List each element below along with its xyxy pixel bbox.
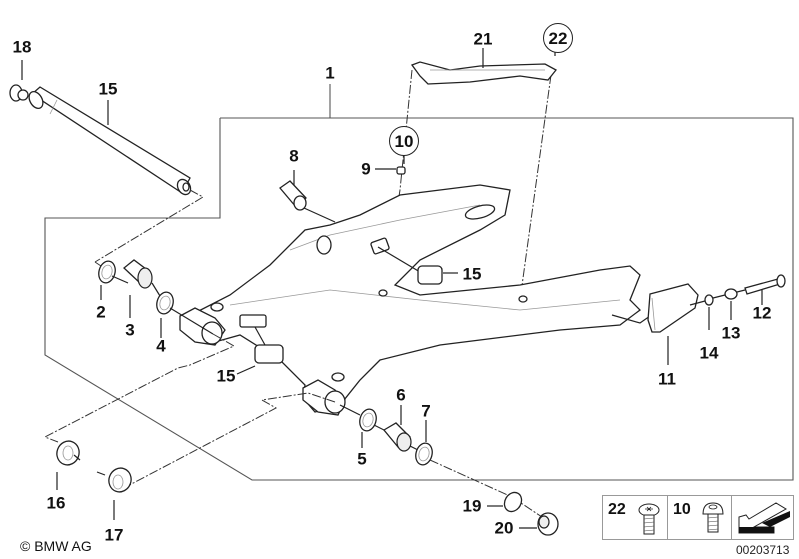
callout-8-bushing: 8 bbox=[289, 146, 299, 166]
callout-9-spacer: 9 bbox=[361, 159, 371, 179]
part-20-cap bbox=[9, 60, 29, 102]
callout-6-bearing: 6 bbox=[396, 385, 406, 405]
part-8-bushing bbox=[279, 170, 336, 223]
callout-15-plug-lower: 15 bbox=[216, 366, 236, 386]
callout-20-nut: 20 bbox=[494, 518, 514, 538]
button-head-screw-icon bbox=[702, 502, 724, 533]
part-17-washer bbox=[56, 440, 81, 490]
callout-3-bearing: 3 bbox=[125, 320, 135, 340]
callout-1-swing-arm: 1 bbox=[325, 63, 335, 83]
legend-item-10: 10 bbox=[668, 496, 732, 539]
pan-head-screw-torx-icon bbox=[638, 503, 660, 535]
callout-15-plug-upper: 15 bbox=[462, 264, 482, 284]
callout-2-washer: 2 bbox=[96, 302, 106, 322]
callout-17-washer: 16 bbox=[46, 493, 66, 513]
callout-4-washer: 4 bbox=[156, 336, 166, 356]
legend-item-22: 22 bbox=[603, 496, 668, 539]
legend-item-arrow bbox=[732, 496, 793, 539]
copyright-text: © BMW AG bbox=[20, 538, 92, 554]
callout-19-washer: 19 bbox=[462, 496, 482, 516]
parts-5-6-7-pivot-right bbox=[339, 404, 543, 518]
parts-11-14-chain-guide bbox=[611, 274, 786, 365]
assembly-frame bbox=[44, 84, 794, 481]
callout-10-screw: 10 bbox=[389, 126, 419, 156]
callout-22-screw: 22 bbox=[543, 23, 573, 53]
swing-arm-body bbox=[179, 184, 641, 416]
callout-13-spacer: 13 bbox=[721, 323, 741, 343]
callout-12-bolt: 12 bbox=[752, 303, 772, 323]
part-15-plug-lower bbox=[236, 314, 284, 375]
callout-16-axle: 15 bbox=[98, 79, 118, 99]
part-21-plate bbox=[410, 48, 557, 85]
part-19-washer bbox=[487, 491, 523, 513]
diagram-number: 00203713 bbox=[736, 543, 790, 557]
legend-number-10: 10 bbox=[673, 501, 691, 518]
legend-number-22: 22 bbox=[608, 501, 626, 518]
fastener-legend: 22 10 bbox=[602, 495, 794, 540]
callout-7-washer: 7 bbox=[421, 401, 431, 421]
part-15-plug-upper bbox=[370, 237, 458, 285]
part-16-axle bbox=[28, 86, 205, 263]
callout-11-chain-guide: 11 bbox=[658, 369, 676, 389]
callout-14-washer: 14 bbox=[699, 343, 719, 363]
direction-arrow-icon bbox=[738, 502, 790, 534]
part-20-nut bbox=[519, 512, 559, 536]
part-9-spacer bbox=[396, 166, 406, 175]
part-18-washer bbox=[96, 467, 132, 520]
callout-20-cap: 18 bbox=[12, 37, 32, 57]
callout-18-washer: 17 bbox=[104, 525, 124, 545]
callout-5-washer: 5 bbox=[357, 449, 367, 469]
parts-2-3-4-pivot-left bbox=[94, 259, 214, 338]
callout-21-plate: 21 bbox=[473, 29, 493, 49]
